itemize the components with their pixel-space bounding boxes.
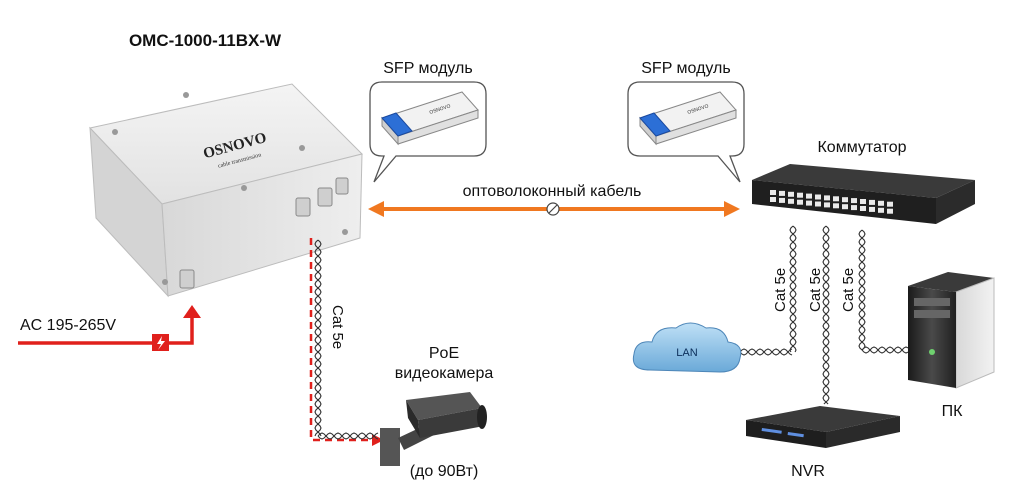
nvr-icon	[746, 406, 900, 448]
camera-power-dashed-line	[309, 238, 376, 442]
lan-twisted-cable-horizontal	[731, 348, 793, 356]
sfp-right-label: SFP модуль	[641, 60, 730, 77]
pc-cable-label: Cat 5e	[840, 268, 857, 312]
power-label: AC 195-265V	[20, 317, 116, 334]
switch-port	[842, 197, 848, 203]
nvr-cable-label: Cat 5e	[807, 268, 824, 312]
switch-port	[851, 205, 857, 211]
cloud-icon: LAN	[632, 322, 742, 373]
switch-port	[851, 198, 857, 204]
switch-icon	[752, 164, 975, 224]
switch-port	[779, 197, 785, 203]
camera-twisted-cable-vertical	[314, 239, 322, 437]
svg-text:LAN: LAN	[676, 347, 697, 359]
lan-cable-label: Cat 5e	[772, 268, 789, 312]
switch-port	[788, 191, 794, 197]
camera-power-note: (до 90Вт)	[410, 463, 479, 480]
nvr-label: NVR	[791, 463, 825, 480]
camera-twisted-cable-horizontal	[317, 432, 379, 440]
lan-twisted-cable	[789, 225, 797, 353]
outdoor-box-icon	[89, 83, 363, 298]
switch-port	[878, 200, 884, 206]
switch-port	[869, 199, 875, 205]
switch-port	[842, 204, 848, 210]
switch-port	[815, 201, 821, 207]
camera-label-line1: PoE	[429, 345, 459, 362]
switch-port	[779, 190, 785, 196]
switch-port	[797, 192, 803, 198]
power-arrow	[183, 305, 201, 318]
switch-port	[815, 194, 821, 200]
switch-port	[833, 203, 839, 209]
sfp-module-icon: OSNOVO	[381, 91, 479, 146]
switch-port	[806, 200, 812, 206]
pc-label: ПК	[942, 403, 964, 420]
switch-port	[878, 207, 884, 213]
switch-port	[824, 202, 830, 208]
power-line	[18, 316, 194, 345]
pc-tower-icon	[908, 272, 995, 389]
switch-port	[770, 190, 776, 195]
switch-port	[860, 199, 866, 204]
switch-label: Коммутатор	[817, 139, 906, 156]
nvr-twisted-cable	[822, 225, 830, 405]
fiber-label: оптоволоконный кабель	[463, 183, 642, 200]
pc-twisted-cable-horizontal	[861, 346, 909, 354]
switch-port	[824, 195, 830, 201]
camera-label-line2: видеокамера	[395, 365, 494, 382]
switch-port	[833, 196, 839, 202]
camera-cable-label: Cat 5e	[329, 305, 346, 349]
switch-port	[797, 199, 803, 205]
switch-port	[860, 206, 866, 211]
lightning-icon	[152, 334, 169, 351]
sfp-left-label: SFP модуль	[383, 60, 472, 77]
pc-twisted-cable	[858, 229, 866, 351]
device-model-title: OMC-1000-11BX-W	[129, 31, 282, 50]
switch-port	[887, 201, 893, 207]
switch-port	[806, 193, 812, 199]
camera-icon	[380, 392, 487, 466]
switch-port	[788, 198, 794, 204]
switch-port	[869, 206, 875, 212]
switch-port	[770, 197, 776, 202]
sfp-module-icon: OSNOVO	[639, 91, 737, 146]
switch-port	[887, 208, 893, 214]
